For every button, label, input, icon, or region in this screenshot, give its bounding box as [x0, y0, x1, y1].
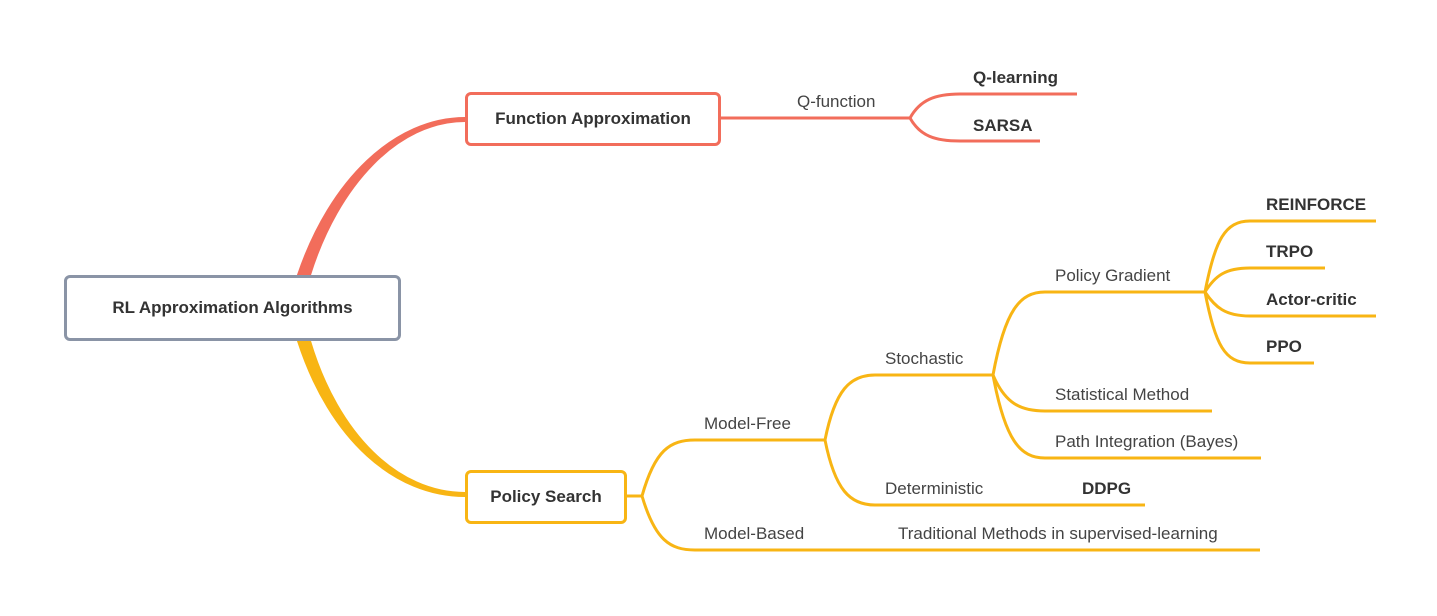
ppo-label[interactable]: PPO	[1266, 337, 1302, 356]
connector-reinforce	[1203, 219, 1376, 293]
connector-statistical-method	[991, 374, 1212, 413]
stochastic-label[interactable]: Stochastic	[885, 349, 964, 368]
connector-model-free	[640, 438, 825, 497]
deterministic-label[interactable]: Deterministic	[885, 479, 984, 498]
path-integration-label[interactable]: Path Integration (Bayes)	[1055, 432, 1239, 451]
connector-q-learning	[908, 92, 1077, 119]
connector-actor-critic	[1203, 291, 1376, 318]
function-approximation-label: Function Approximation	[495, 109, 691, 128]
connector-policy-gradient	[991, 290, 1205, 376]
root-node[interactable]: RL Approximation Algorithms	[64, 275, 401, 341]
actor-critic-label[interactable]: Actor-critic	[1266, 290, 1357, 309]
function-approximation-node[interactable]: Function Approximation	[465, 92, 721, 146]
traditional-methods-label[interactable]: Traditional Methods in supervised-learni…	[898, 524, 1218, 543]
connector-stochastic	[823, 373, 993, 441]
sarsa-label[interactable]: SARSA	[973, 116, 1033, 135]
q-learning-label[interactable]: Q-learning	[973, 68, 1059, 87]
connector-model-based	[640, 495, 1260, 552]
connector-path-integration	[991, 374, 1261, 460]
connector-root-function	[296, 116, 466, 276]
policy-search-label: Policy Search	[490, 487, 602, 506]
root-label: RL Approximation Algorithms	[112, 298, 353, 317]
ddpg-label[interactable]: DDPG	[1082, 479, 1132, 498]
trpo-label[interactable]: TRPO	[1266, 242, 1314, 261]
connector-sarsa	[908, 117, 1040, 143]
model-based-label[interactable]: Model-Based	[704, 524, 805, 543]
q-function-label[interactable]: Q-function	[797, 92, 876, 111]
statistical-method-label[interactable]: Statistical Method	[1055, 385, 1190, 404]
reinforce-label[interactable]: REINFORCE	[1266, 195, 1367, 214]
policy-search-node[interactable]: Policy Search	[465, 470, 627, 524]
policy-gradient-label[interactable]: Policy Gradient	[1055, 266, 1171, 285]
connector-deterministic	[823, 439, 1145, 507]
connector-root-policy	[296, 340, 466, 498]
model-free-label[interactable]: Model-Free	[704, 414, 791, 433]
connector-ppo	[1203, 291, 1314, 365]
connector-trpo	[1203, 266, 1325, 293]
